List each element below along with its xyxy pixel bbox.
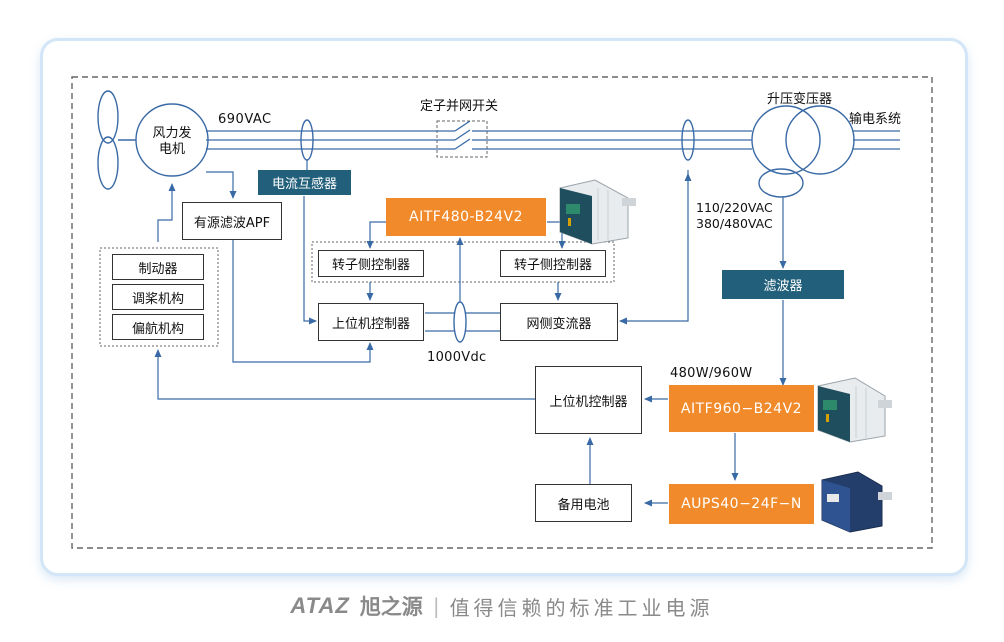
voltage-110-220-label: 110/220VAC xyxy=(696,200,773,215)
aitf960-device-icon xyxy=(817,377,892,443)
transformer-symbol xyxy=(751,105,855,198)
generator-label: 风力发 电机 xyxy=(152,126,192,157)
aitf480-device-icon xyxy=(559,179,636,245)
current-sensor-box[interactable]: 电流互感器 xyxy=(258,170,351,195)
main-bus xyxy=(206,130,900,150)
power-rating-label: 480W/960W xyxy=(670,366,753,381)
rotor-controller-group xyxy=(311,241,615,283)
grid-coil xyxy=(681,119,695,161)
brand-name: 旭之源 xyxy=(359,595,423,619)
rotor-controller-1-box[interactable]: 转子侧控制器 xyxy=(318,250,424,277)
filter-box[interactable]: 滤波器 xyxy=(722,270,844,299)
host-controller-1-box[interactable]: 上位机控制器 xyxy=(318,303,424,341)
pitch-box[interactable]: 调桨机构 xyxy=(112,284,204,310)
host-controller-2-box[interactable]: 上位机控制器 xyxy=(535,366,642,434)
system-boundary xyxy=(71,76,933,549)
voltage-380-480-label: 380/480VAC xyxy=(696,216,773,231)
backup-battery-box[interactable]: 备用电池 xyxy=(535,484,632,522)
apf-box[interactable]: 有源滤波APF xyxy=(182,202,282,240)
aups-box[interactable]: AUPS40−24F−N xyxy=(669,484,814,524)
transformer-label: 升压变压器 xyxy=(767,92,833,107)
footer: ATAZ 旭之源 | 值得信赖的标准工业电源 xyxy=(0,586,1004,626)
aitf960-box[interactable]: AITF960−B24V2 xyxy=(669,385,814,432)
transmission-label: 输电系统 xyxy=(849,112,902,127)
footer-separator: | xyxy=(432,594,440,618)
yaw-box[interactable]: 偏航机构 xyxy=(112,314,204,340)
turbine-blades-icon xyxy=(97,90,119,190)
aups-device-icon xyxy=(821,471,892,533)
grid-converter-box[interactable]: 网侧变流器 xyxy=(500,303,618,341)
dc-voltage-label: 1000Vdc xyxy=(427,350,487,365)
footer-slogan: 值得信赖的标准工业电源 xyxy=(449,595,714,620)
brake-box[interactable]: 制动器 xyxy=(112,254,204,280)
dc-link-coil xyxy=(453,301,467,343)
brand-logo: ATAZ xyxy=(290,593,350,618)
aitf480-box[interactable]: AITF480-B24V2 xyxy=(386,198,546,236)
grid-switch-label: 定子并网开关 xyxy=(420,99,499,114)
voltage-690-label: 690VAC xyxy=(218,112,272,127)
rotor-controller-2-box[interactable]: 转子侧控制器 xyxy=(500,250,606,277)
